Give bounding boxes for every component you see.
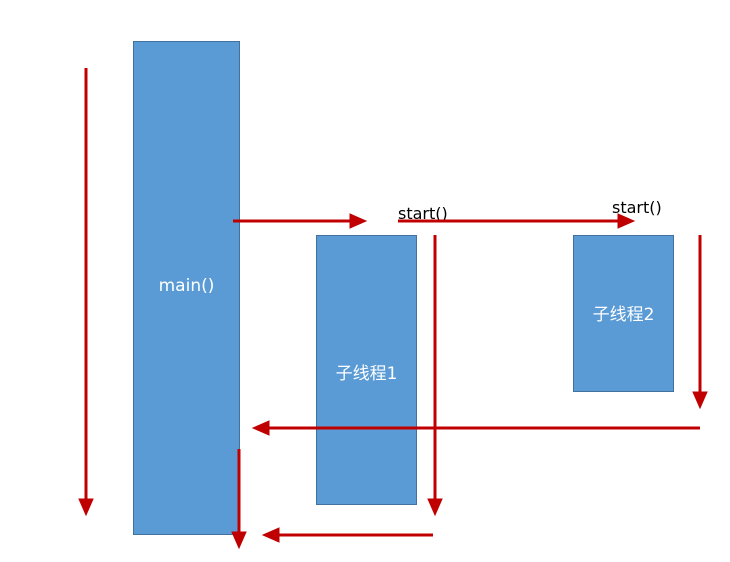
child-thread-1-box: 子线程1 [316,235,417,505]
start-arrowhead-1 [349,213,368,229]
thread-2-return-arrowhead [251,420,270,436]
main-thread-box: main() [133,41,240,535]
child-thread-1-label: 子线程1 [335,363,398,384]
thread-2-timeline-arrowhead [692,391,708,410]
child-thread-2-label: 子线程2 [592,305,655,325]
main-thread-label: main() [158,276,215,296]
child-thread-2-box: 子线程2 [573,235,674,392]
start-arrowhead-2 [617,213,636,229]
timeline-arrowhead [78,498,94,517]
start-label-2: start() [612,198,662,217]
thread-1-timeline-arrowhead [427,498,443,517]
start-label-1: start() [398,204,448,223]
main-timeline-arrowhead [231,531,247,550]
thread-1-return-arrowhead [261,527,280,543]
